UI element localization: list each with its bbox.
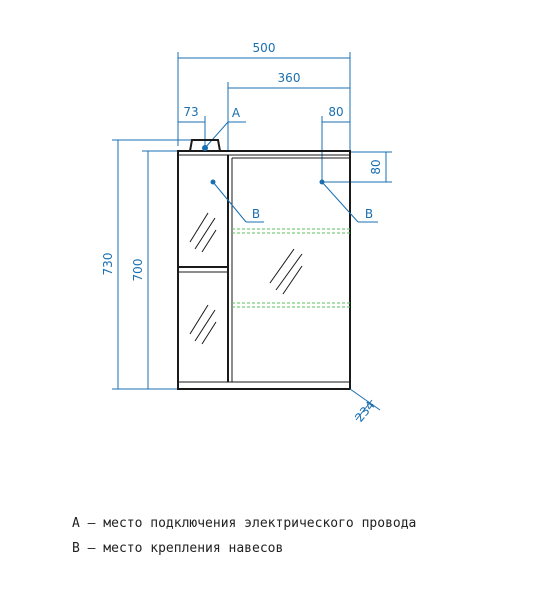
top-offset-label: 80 xyxy=(369,159,383,174)
wire-point-icon xyxy=(202,145,208,151)
door-width-label: 360 xyxy=(278,71,301,85)
dimension-top-offset: 80 xyxy=(322,151,392,183)
legend-a: А – место подключения электрического про… xyxy=(72,516,417,531)
dimension-door-width: 360 xyxy=(227,71,350,152)
depth-label: 234 xyxy=(352,398,377,425)
dimension-overall-height: 730 xyxy=(101,139,205,390)
overall-width-label: 500 xyxy=(253,41,276,55)
mount-right: B xyxy=(319,179,378,223)
mount-left: B xyxy=(210,179,264,223)
glass-glare-lower xyxy=(189,304,217,345)
cabinet-body xyxy=(177,150,351,390)
legend-b: В – место крепления навесов xyxy=(72,541,284,556)
shelves xyxy=(232,228,350,308)
dimension-body-height: 700 xyxy=(131,150,178,389)
glass-glare-upper xyxy=(189,212,217,253)
marker-b-right-label: B xyxy=(365,207,373,221)
right-offset-label: 80 xyxy=(328,105,343,119)
overall-height-label: 730 xyxy=(101,253,115,276)
mirror-glare-main xyxy=(269,248,303,295)
dimension-depth: 234 xyxy=(349,388,381,425)
dimension-right-offset: 80 xyxy=(321,105,350,182)
dimension-left-offset: 73 xyxy=(178,105,206,148)
dimension-overall-width: 500 xyxy=(177,41,351,150)
body-height-label: 700 xyxy=(131,259,145,282)
connection-box xyxy=(189,139,221,152)
left-offset-label: 73 xyxy=(183,105,198,119)
marker-a-label: A xyxy=(232,106,241,120)
marker-a: A xyxy=(204,106,246,149)
marker-b-left-label: B xyxy=(252,207,260,221)
